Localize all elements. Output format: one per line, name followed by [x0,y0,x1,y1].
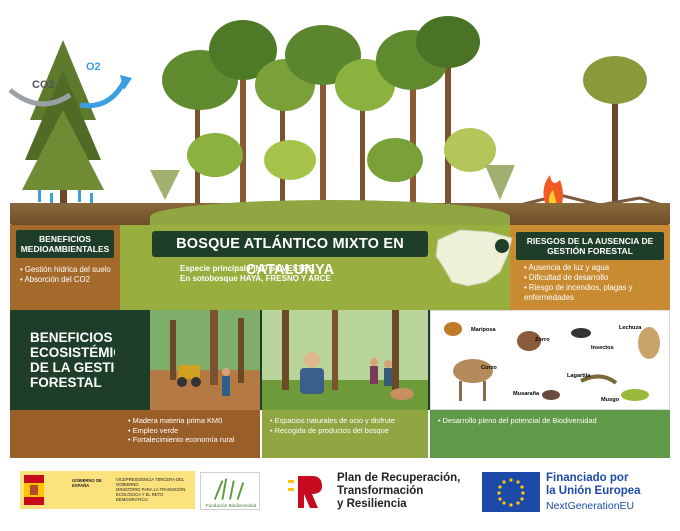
caption-item: Recogida de productos del bosque [270,426,428,436]
benefit-item: Absorción del CO2 [20,275,118,285]
label-musgo: Musgo [601,397,620,403]
caption-item: Desarrollo pleno del potencial de Biodiv… [438,416,670,426]
risks-title: RIESGOS DE LA AUSENCIA DE GESTIÓN FOREST… [516,232,664,260]
fundacion-biodiversidad-logo [200,472,260,510]
central-forest-trees [150,16,515,210]
eu-program-name: NextGenerationEU [546,500,635,512]
spain-shield-icon [24,475,44,505]
ministry-name: VICEPRESIDENCIA TERCERA DEL GOBIERNO MIN… [116,477,194,502]
label-lagartija: Lagartija [567,373,591,379]
label-mariposa: Mariposa [471,327,496,333]
species-text: Especie principal PINO SILVESTRE. En sot… [180,264,400,284]
label-insectos: Insectos [591,345,614,351]
moss-icon [621,389,649,401]
water-drops-icon [38,190,93,205]
benefit-item: Gestión hídrica del suelo [20,265,118,275]
benefits-title: BENEFICIOS MEDIOAMBIENTALES [16,230,114,258]
ministry-line: MINISTERIO PARA LA TRANSICIÓN ECOLÓGICA … [116,487,186,502]
prtr-logo-icon [288,476,322,508]
forest-title: BOSQUE ATLÁNTICO MIXTO EN CATALUNYA [152,231,428,278]
left-tree-illustration [22,40,104,205]
o2-arrow-icon [79,78,128,109]
government-logo [20,471,195,509]
forest-illustration: CO2 O2 [8,16,666,210]
o2-label: O2 [86,61,101,73]
label-lechuza: Lechuza [619,325,642,331]
risk-item: Dificultad de desarrollo [524,273,666,283]
risks-list: Ausencia de luz y agua Dificultad de des… [524,263,666,303]
co2-arrow-icon [8,88,72,107]
risk-item: Ausencia de luz y agua [524,263,666,273]
benefits-list: Gestión hídrica del suelo Absorción del … [20,265,118,285]
caption-bio: Desarrollo pleno del potencial de Biodiv… [430,410,670,458]
caption-item: Espacios naturales de ocio y disfrute [270,416,428,426]
deer-icon [453,359,493,383]
caption-item: Empleo verde [128,426,260,436]
fox-icon [517,331,541,351]
shrew-icon [542,390,560,400]
eu-funding-title: Financiado por la Unión Europea [546,472,666,498]
forestry-work-illustration [150,310,260,410]
owl-icon [638,327,660,359]
risk-item: Riesgo de incendios, plagas y enfermedad… [524,283,666,303]
co2-label: CO2 [32,79,55,91]
caption-item: Fortalecimiento economía rural [128,435,260,445]
prtr-line: y Resiliencia [337,498,407,510]
caption-item: Madera materia prima KM0 [128,416,260,426]
prtr-line: Plan de Recuperación, [337,472,461,484]
caption-leisure: Espacios naturales de ocio y disfrute Re… [262,410,428,458]
insect-icon [571,328,591,338]
biodiversity-panel: Mariposa Zorro Insectos Lechuza Corzo La… [430,310,670,410]
caption-pad [10,410,120,458]
species-line: En sotobosque HAYA, FRESNO Y ARCE [180,274,331,283]
lizard-icon [580,374,618,385]
leisure-illustration [262,310,428,410]
ministry-line: VICEPRESIDENCIA TERCERA DEL GOBIERNO [116,477,184,487]
eu-line: Financiado por [546,472,629,484]
fundacion-name: Fundación Biodiversidad [205,503,257,508]
species-line: Especie principal PINO SILVESTRE. [180,264,316,273]
arrow-right-icon [115,310,155,410]
label-corzo: Corzo [481,365,497,371]
prtr-title: Plan de Recuperación, Transformación y R… [337,472,487,511]
spain-map-icon [435,229,513,287]
eco-title: BENEFICIOS ECOSISTÉMICOS DE LA GESTIÓN F… [30,330,143,390]
eu-line: la Unión Europea [546,485,641,497]
meadow [150,200,510,228]
label-zorro: Zorro [535,337,550,343]
biodiversity-illustration: Mariposa Zorro Insectos Lechuza Corzo La… [444,322,660,403]
government-name: GOBIERNO DE ESPAÑA [72,478,102,488]
prtr-line: Transformación [337,485,424,497]
eu-flag-icon [482,472,540,512]
right-tree-illustration [519,56,666,210]
butterfly-icon [444,322,462,336]
label-musaraña: Musaraña [513,391,540,397]
caption-wood: Madera materia prima KM0 Empleo verde Fo… [120,410,260,458]
